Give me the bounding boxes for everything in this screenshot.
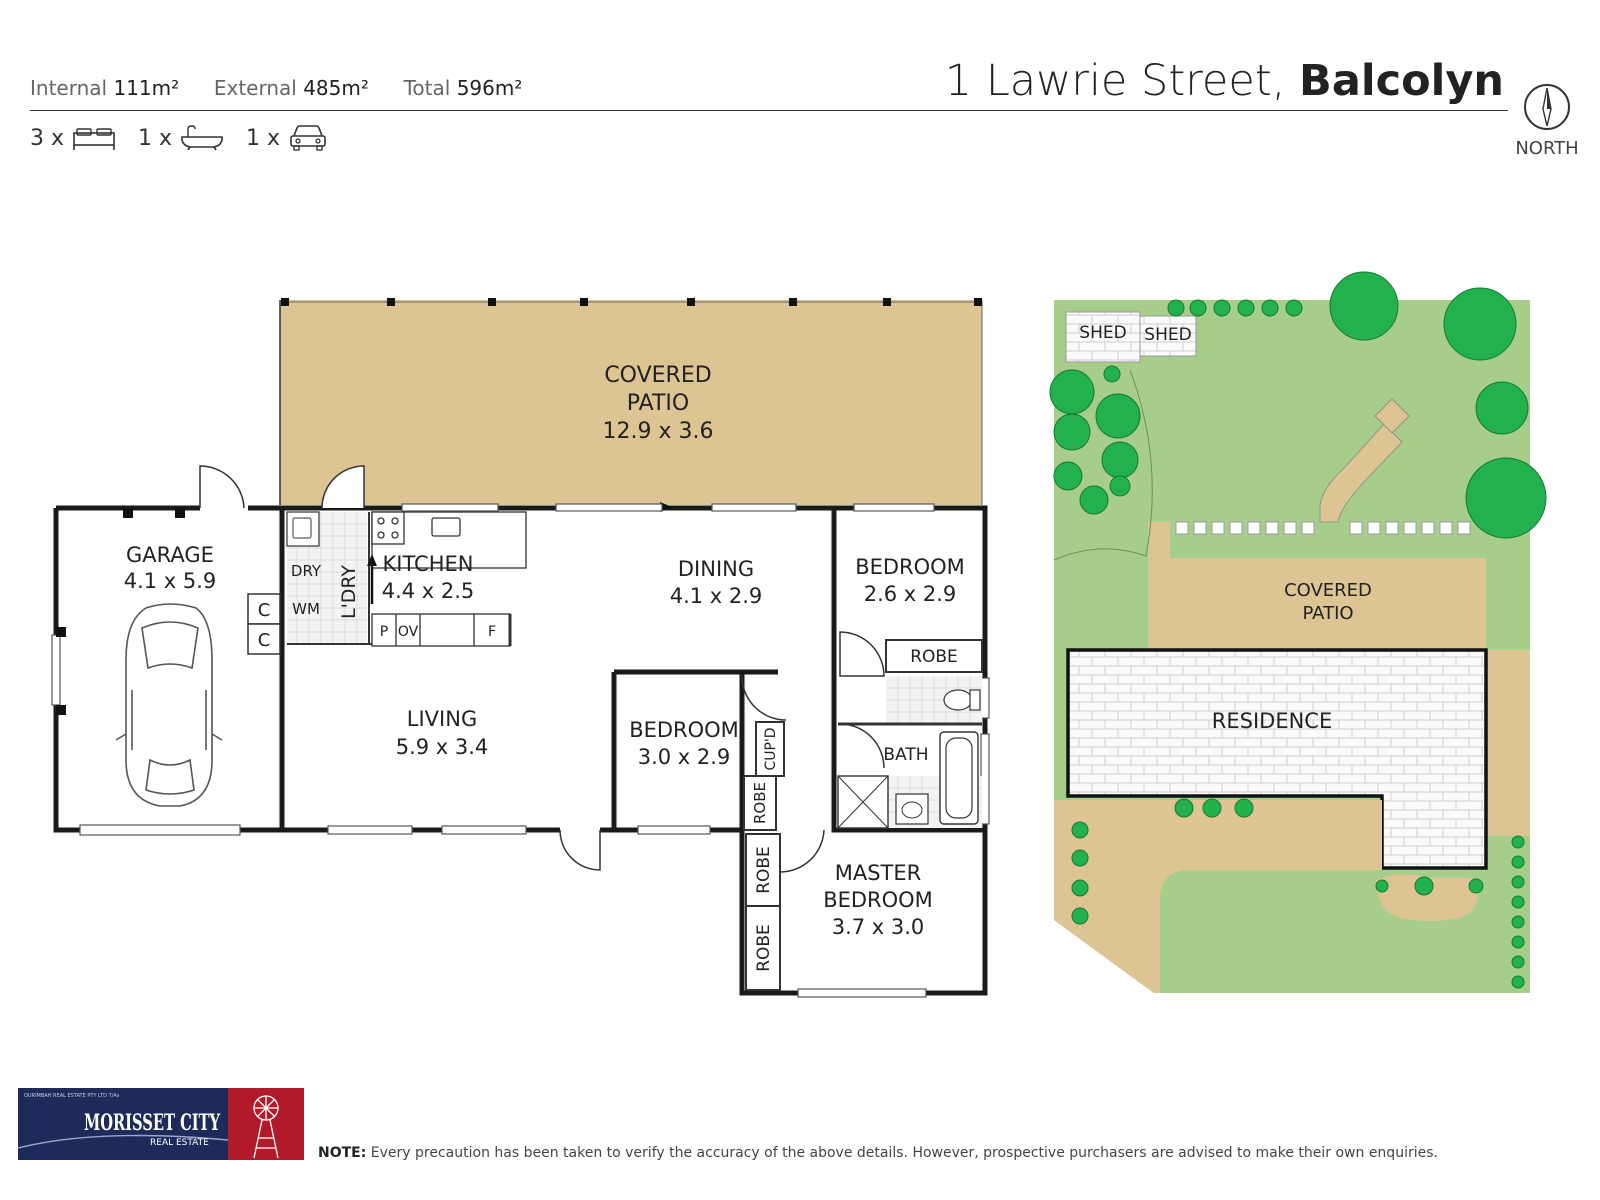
label-master-title-2: BEDROOM — [823, 888, 933, 912]
label-robe-1: ROBE — [910, 647, 958, 667]
north-label: NORTH — [1515, 138, 1579, 159]
label-bath: BATH — [883, 745, 928, 765]
windows — [327, 503, 990, 998]
property-address: 1 Lawrie Street, Balcolyn — [945, 56, 1504, 106]
label-oven: OV — [398, 624, 419, 640]
patio-posts — [281, 298, 982, 306]
label-washing-machine: WM — [292, 600, 320, 618]
label-patio-title-2: PATIO — [627, 391, 689, 416]
logo-name: MORISSET CITY — [84, 1110, 220, 1136]
bed-icon — [73, 128, 115, 150]
label-cupboard: CUP'D — [763, 727, 779, 770]
label-garage-title: GARAGE — [126, 543, 214, 567]
north-indicator: NORTH — [1512, 82, 1582, 159]
total-value: 596m² — [456, 76, 523, 100]
trees — [1049, 271, 1547, 989]
label-dining-title: DINING — [678, 557, 754, 581]
label-pantry: P — [380, 624, 388, 640]
logo-sub: REAL ESTATE — [150, 1138, 209, 1148]
carspace-count: 1 x — [246, 124, 328, 152]
label-robe-4: ROBE — [754, 924, 774, 972]
label-kitchen-title: KITCHEN — [383, 552, 474, 576]
label-robe-3: ROBE — [754, 846, 774, 894]
area-summary: Internal 111m² External 485m² Total 596m… — [30, 76, 522, 100]
label-garage-size: 4.1 x 5.9 — [124, 569, 217, 593]
covered-patio-area — [280, 300, 982, 505]
label-bedroom2-size: 3.0 x 2.9 — [638, 745, 731, 769]
site-label-shed-1: SHED — [1079, 323, 1126, 343]
carspace-count-text: 1 x — [246, 125, 281, 151]
logo-tiny: OURIMBAH REAL ESTATE PTY LTD T/As — [24, 1093, 120, 1099]
label-living-size: 5.9 x 3.4 — [396, 735, 489, 759]
bedroom-count: 3 x — [30, 125, 116, 151]
total-label: Total — [403, 76, 451, 100]
label-patio-title-1: COVERED — [604, 363, 711, 388]
floorplan-diagram: COVERED PATIO 12.9 x 3.6 GARAGE 4.1 x 5.… — [51, 271, 1547, 998]
site-label-patio-2: PATIO — [1302, 603, 1353, 624]
label-dryer: DRY — [291, 562, 322, 580]
label-laundry: L'DRY — [338, 565, 360, 619]
site-label-residence: RESIDENCE — [1212, 709, 1332, 733]
label-fridge: F — [488, 624, 496, 640]
external-label: External — [213, 76, 297, 100]
label-cupboard-2: C — [258, 630, 271, 651]
bathroom-floor — [837, 676, 982, 829]
room-labels: COVERED PATIO 12.9 x 3.6 GARAGE 4.1 x 5.… — [124, 363, 965, 972]
address-street: 1 Lawrie Street, — [944, 56, 1286, 106]
label-bedroom1-title: BEDROOM — [855, 555, 965, 579]
feature-counts: 3 x 1 x 1 x — [30, 124, 350, 152]
car-drawing — [115, 603, 223, 807]
label-cupboard-1: C — [258, 600, 271, 621]
label-patio-size: 12.9 x 3.6 — [603, 419, 714, 444]
floor-plan: COVERED PATIO 12.9 x 3.6 GARAGE 4.1 x 5.… — [51, 298, 990, 998]
label-master-size: 3.7 x 3.0 — [832, 915, 925, 939]
disclaimer-note: NOTE: Every precaution has been taken to… — [318, 1145, 1438, 1161]
internal-value: 111m² — [113, 76, 180, 100]
site-plan: COVERED PATIO RESIDENCE SHED SHED — [1049, 271, 1547, 993]
note-text: Every precaution has been taken to verif… — [370, 1145, 1438, 1161]
note-label: NOTE: — [318, 1145, 367, 1161]
label-bedroom2-title: BEDROOM — [629, 718, 739, 742]
header-divider — [30, 110, 1508, 111]
label-robe-2: ROBE — [751, 782, 769, 824]
address-suburb: Balcolyn — [1299, 56, 1504, 106]
car-icon — [290, 125, 326, 151]
label-bedroom1-size: 2.6 x 2.9 — [864, 582, 957, 606]
bath-icon — [181, 125, 223, 151]
external-value: 485m² — [303, 76, 369, 100]
label-master-title-1: MASTER — [835, 861, 922, 885]
kitchen-benches — [371, 511, 527, 647]
site-covered-patio — [1170, 558, 1486, 650]
pavers — [1175, 521, 1471, 535]
site-label-patio-1: COVERED — [1284, 580, 1372, 601]
windmill-icon — [253, 1095, 279, 1159]
label-dining-size: 4.1 x 2.9 — [670, 584, 763, 608]
internal-label: Internal — [30, 76, 108, 100]
label-living-title: LIVING — [407, 707, 477, 731]
agency-logo: OURIMBAH REAL ESTATE PTY LTD T/As MORISS… — [17, 1088, 304, 1160]
label-kitchen-size: 4.4 x 2.5 — [382, 579, 475, 603]
bedroom-count-text: 3 x — [30, 125, 65, 151]
bathroom-count: 1 x — [138, 125, 224, 151]
bathroom-count-text: 1 x — [138, 125, 173, 151]
site-label-shed-2: SHED — [1144, 325, 1191, 345]
compass-icon — [1524, 84, 1570, 130]
laundry-floor — [286, 511, 372, 645]
